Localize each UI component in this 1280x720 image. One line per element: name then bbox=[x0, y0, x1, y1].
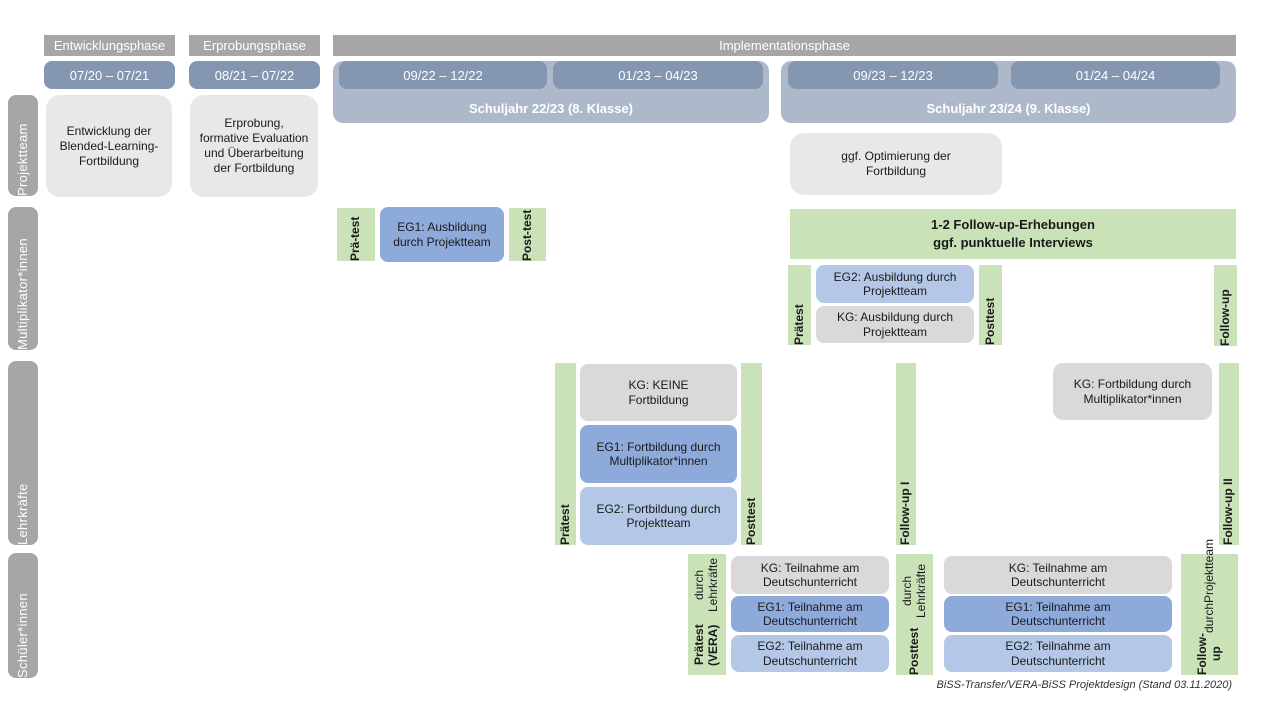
eg1-fortbildung-box: EG1: Fortbildung durch Multiplikator*inn… bbox=[580, 425, 737, 483]
praetest-vera-label: Prätest (VERA) bbox=[692, 624, 720, 666]
row-label-text: Projektteam bbox=[14, 123, 30, 196]
pretest-label-line2: test bbox=[348, 216, 363, 238]
eg2-teilnahme-box-1: EG2: Teilnahme am Deutschunterricht bbox=[731, 635, 889, 672]
followup2-bar-lehrkraefte: Follow-up II bbox=[1219, 363, 1239, 545]
period-bar-0720-0721: 07/20 – 07/21 bbox=[44, 61, 175, 89]
kg-keine-fortbildung-box: KG: KEINE Fortbildung bbox=[580, 364, 737, 421]
eg1-teilnahme-box-1: EG1: Teilnahme am Deutschunterricht bbox=[731, 596, 889, 632]
posttest-label: Posttest bbox=[906, 627, 921, 675]
posttest-label-line2: test bbox=[519, 209, 534, 231]
row-label-projektteam: Projektteam bbox=[8, 95, 38, 196]
followup-label: Follow-up bbox=[1217, 289, 1232, 346]
followup-survey-line1: 1-2 Follow-up-Erhebungen bbox=[931, 216, 1095, 232]
schoolyear-label: Schuljahr 22/23 (8. Klasse) bbox=[468, 101, 634, 116]
followup-survey-box: 1-2 Follow-up-Erhebungen ggf. punktuelle… bbox=[790, 209, 1236, 259]
activity-box-entwicklung: Entwicklung der Blended-Learning-Fortbil… bbox=[46, 95, 172, 197]
praetest-vera-sublabel: durch Lehrkräfte bbox=[692, 557, 720, 612]
followup-label: Follow-up bbox=[1194, 633, 1223, 675]
posttest-bar-multiplikatoren-2: Posttest bbox=[979, 265, 1002, 345]
eg2-ausbildung-box: EG2: Ausbildung durch Projektteam bbox=[816, 265, 974, 303]
followup1-bar-lehrkraefte: Follow-up I bbox=[896, 363, 916, 545]
eg2-fortbildung-box: EG2: Fortbildung durch Projektteam bbox=[580, 487, 737, 545]
phase-header-erprobung: Erprobungsphase bbox=[189, 35, 320, 56]
kg-fortbildung-multiplikatoren-box: KG: Fortbildung durch Multiplikator*inne… bbox=[1053, 363, 1212, 420]
row-label-text: Lehrkräfte bbox=[14, 483, 30, 545]
row-label-multiplikatoren: Multiplikator*innen bbox=[8, 207, 38, 350]
eg1-teilnahme-box-2: EG1: Teilnahme am Deutschunterricht bbox=[944, 596, 1172, 632]
activity-box-optimierung: ggf. Optimierung der Fortbildung bbox=[790, 133, 1002, 195]
period-bar-0821-0722: 08/21 – 07/22 bbox=[189, 61, 320, 89]
followup-bar-multiplikatoren: Follow-up bbox=[1214, 265, 1237, 346]
posttest-bar-schueler: Posttest durch Lehrkräfte bbox=[896, 554, 933, 675]
posttest-label-line1: Post- bbox=[519, 231, 534, 261]
posttest-label: Posttest bbox=[982, 297, 997, 345]
kg-teilnahme-box-1: KG: Teilnahme am Deutschunterricht bbox=[731, 556, 889, 594]
activity-box-erprobung: Erprobung, formative Evaluation und Über… bbox=[190, 95, 318, 197]
kg-ausbildung-box: KG: Ausbildung durch Projektteam bbox=[816, 306, 974, 343]
period-bar-0922-1222: 09/22 – 12/22 bbox=[339, 61, 547, 89]
footer-caption: BiSS-Transfer/VERA-BiSS Projektdesign (S… bbox=[936, 679, 1232, 691]
row-label-schueler: Schüler*innen bbox=[8, 553, 38, 678]
period-bar-0123-0423: 01/23 – 04/23 bbox=[553, 61, 763, 89]
row-label-text: Multiplikator*innen bbox=[14, 238, 30, 350]
followup-sublabel-2: Projektteam bbox=[1201, 538, 1216, 603]
pretest-label-line1: Prä- bbox=[348, 237, 363, 261]
praetest-bar-multiplikatoren-2: Prätest bbox=[788, 265, 811, 345]
period-bar-0124-0424: 01/24 – 04/24 bbox=[1011, 61, 1220, 89]
row-label-lehrkraefte: Lehrkräfte bbox=[8, 361, 38, 545]
praetest-label: Prätest bbox=[791, 304, 806, 345]
posttest-bar-lehrkraefte: Posttest bbox=[741, 363, 762, 545]
posttest-sublabel: durch Lehrkräfte bbox=[899, 563, 928, 618]
phase-header-implementation: Implementationsphase bbox=[333, 35, 1236, 56]
eg1-ausbildung-box: EG1: Ausbildung durch Projektteam bbox=[380, 207, 504, 262]
kg-teilnahme-box-2: KG: Teilnahme am Deutschunterricht bbox=[944, 556, 1172, 594]
pretest-bar-multiplikatoren: Prä- test bbox=[337, 208, 375, 261]
row-label-text: Schüler*innen bbox=[14, 593, 30, 678]
followup-sublabel-1: durch bbox=[1201, 602, 1216, 633]
eg2-teilnahme-box-2: EG2: Teilnahme am Deutschunterricht bbox=[944, 635, 1172, 672]
posttest-label: Posttest bbox=[743, 497, 758, 545]
praetest-vera-bar-schueler: Prätest (VERA) durch Lehrkräfte bbox=[688, 554, 726, 675]
followup1-label: Follow-up I bbox=[898, 481, 913, 545]
posttest-bar-multiplikatoren: Post- test bbox=[509, 208, 546, 261]
followup-survey-line2: ggf. punktuelle Interviews bbox=[933, 235, 1093, 250]
praetest-label: Prätest bbox=[557, 504, 572, 545]
praetest-bar-lehrkraefte: Prätest bbox=[555, 363, 576, 545]
phase-header-entwicklung: Entwicklungsphase bbox=[44, 35, 175, 56]
period-bar-0923-1223: 09/23 – 12/23 bbox=[788, 61, 998, 89]
followup2-label: Follow-up II bbox=[1221, 478, 1236, 545]
schoolyear-label: Schuljahr 23/24 (9. Klasse) bbox=[926, 101, 1091, 116]
followup-bar-schueler: Follow-up durch Projektteam bbox=[1181, 539, 1238, 675]
